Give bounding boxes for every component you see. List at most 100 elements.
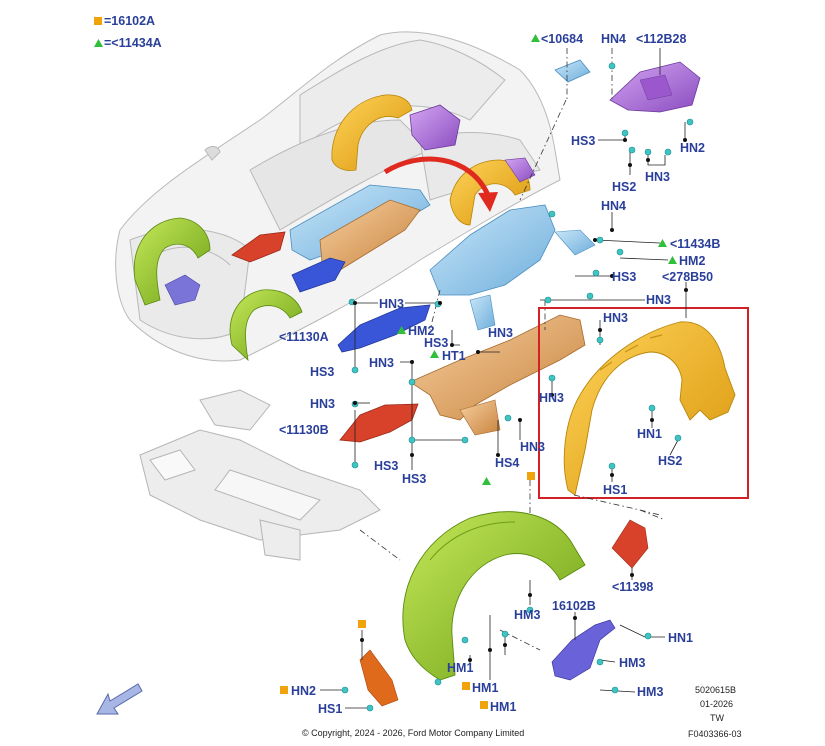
callouts: <10684 HN4 <112B28 HS3 HN2 HN3 HS2 HN4 <… — [279, 32, 720, 716]
drawing-code-2: 01-2026 — [700, 699, 733, 709]
callout-hs3-center: HS3 — [424, 336, 448, 350]
subframe-outline — [139, 389, 381, 561]
callout-hn3-frame: HN3 — [310, 397, 335, 411]
callout-11398: <11398 — [612, 580, 653, 594]
vehicle-front-liner-green-left — [133, 217, 211, 306]
clip-icon — [664, 148, 672, 156]
clip-icon — [596, 336, 604, 344]
callout-hn1-bottom: HN1 — [668, 631, 693, 645]
clip-icon — [351, 366, 359, 374]
vehicle-mid-liner-yellow — [449, 157, 536, 226]
part-tan-rail — [409, 314, 586, 436]
part-11130b-shield-red — [339, 403, 419, 443]
clip-icon — [351, 461, 359, 469]
leader-lines — [320, 48, 687, 709]
callout-hs2-box: HS2 — [658, 454, 682, 468]
square-marker-icon — [527, 472, 535, 480]
callout-hs3-mid: HS3 — [612, 270, 636, 284]
clip-icon — [548, 210, 556, 218]
callout-hm1-b: HM1 — [472, 681, 498, 695]
clip-icon — [644, 148, 652, 156]
copyright-text: © Copyright, 2024 - 2026, Ford Motor Com… — [302, 728, 524, 738]
callout-hn3-low-center: HN3 — [520, 440, 545, 454]
square-marker-icon — [280, 686, 288, 694]
legend-triangle-label: =<11434A — [104, 36, 162, 50]
part-112b28-bracket — [609, 61, 701, 113]
callout-hn3-left: HN3 — [379, 297, 404, 311]
square-marker-icon — [358, 620, 366, 628]
square-marker-icon — [480, 701, 488, 709]
callout-10684: <10684 — [541, 32, 583, 46]
clip-icon — [544, 296, 552, 304]
callout-hm3-liner: HM3 — [514, 608, 540, 622]
fasteners — [341, 62, 694, 712]
callout-hs4: HS4 — [495, 456, 519, 470]
part-green-wheel-liner — [402, 511, 586, 681]
callout-hm1-c: HM1 — [490, 700, 516, 714]
footer: © Copyright, 2024 - 2026, Ford Motor Com… — [302, 685, 742, 739]
callout-hs3-frame-a: HS3 — [374, 459, 398, 473]
clip-icon — [608, 62, 616, 70]
clip-icon — [434, 678, 442, 686]
part-11398-bracket — [611, 519, 649, 569]
callout-hn3-center: HN3 — [488, 326, 513, 340]
callout-hn3-box-top: HN3 — [603, 311, 628, 325]
clip-icon — [461, 636, 469, 644]
callout-hn4-top: HN4 — [601, 32, 626, 46]
callout-11130a: <11130A — [279, 330, 329, 344]
orientation-arrow-icon — [96, 683, 143, 715]
drawing-code-3: TW — [710, 713, 724, 723]
triangle-marker-icon — [668, 256, 677, 264]
clip-icon — [648, 404, 656, 412]
vehicle-rear-bracket-purple — [409, 104, 461, 151]
triangle-marker-icon — [430, 350, 439, 358]
clip-icon — [501, 630, 509, 638]
vehicle-shield-red — [231, 231, 286, 263]
clip-icon — [586, 292, 594, 300]
clip-icon — [366, 704, 374, 712]
legend-square-label: =16102A — [104, 14, 155, 28]
callout-hn1-box: HN1 — [637, 427, 662, 441]
callout-ht1: HT1 — [442, 349, 466, 363]
part-278b50-liner-yellow — [563, 321, 736, 496]
callout-hn2-bottom: HN2 — [291, 684, 316, 698]
clip-icon — [674, 434, 682, 442]
vehicle-shield-blue — [291, 257, 346, 293]
clip-icon — [596, 658, 604, 666]
callout-hn3-lower-left: HN3 — [369, 356, 394, 370]
callout-hn2-top: HN2 — [680, 141, 705, 155]
callout-hn4-mid: HN4 — [601, 199, 626, 213]
vehicle-rear-liner-yellow — [331, 94, 413, 171]
callout-112b28: <112B28 — [636, 32, 686, 46]
clip-icon — [461, 436, 469, 444]
callout-hm3-bottom-a: HM3 — [619, 656, 645, 670]
clip-icon — [596, 236, 604, 244]
markers — [280, 34, 677, 709]
callout-11434b: <11434B — [670, 237, 720, 251]
clip-icon — [611, 686, 619, 694]
triangle-marker-icon — [482, 477, 491, 485]
clip-icon — [644, 632, 652, 640]
vehicle-front-liner-green-right — [229, 289, 303, 362]
drawing-code-4: F0403366-03 — [688, 729, 742, 739]
clip-icon — [621, 129, 629, 137]
part-orange-bracket — [359, 649, 399, 707]
callout-hn3-mid-right: HN3 — [646, 293, 671, 307]
callout-hs3-top: HS3 — [571, 134, 595, 148]
legend: =16102A =<11434A — [94, 14, 162, 50]
clip-icon — [341, 686, 349, 694]
triangle-marker-icon — [397, 326, 406, 334]
clip-icon — [628, 146, 636, 154]
callout-hs3-frame-b: HS3 — [402, 472, 426, 486]
clip-icon — [408, 436, 416, 444]
callout-hm2-left: HM2 — [408, 324, 434, 338]
clip-icon — [608, 462, 616, 470]
clip-icon — [686, 118, 694, 126]
highlight-box — [538, 307, 749, 499]
red-arrow-icon — [383, 156, 498, 212]
callout-16102b: 16102B — [552, 599, 596, 613]
callout-11130b: <11130B — [279, 423, 329, 437]
clip-icon — [592, 269, 600, 277]
callout-hs1-box: HS1 — [603, 483, 627, 497]
